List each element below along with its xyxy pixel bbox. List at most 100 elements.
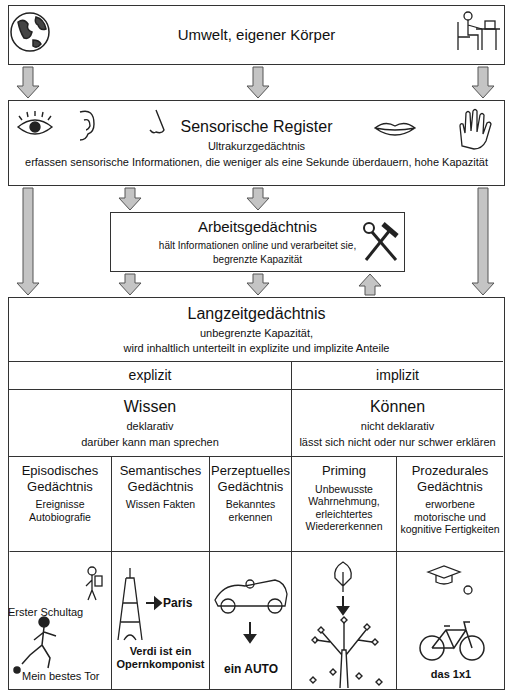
arrow-down-sketch-part bbox=[245, 635, 255, 642]
node-subtitle: hält Informationen online und verarbeite… bbox=[159, 240, 356, 252]
memory-type-cell: Episodisches GedächtnisEreignisse Autobi… bbox=[9, 456, 111, 551]
node-title: Perzeptuelles Gedächtnis bbox=[211, 463, 290, 494]
schoolchild-sketch-part bbox=[88, 567, 96, 575]
nose-icon bbox=[150, 110, 164, 133]
eiffel-tower-sketch bbox=[118, 568, 142, 640]
schoolchild-sketch bbox=[86, 567, 102, 600]
image-row-grid-part bbox=[10, 551, 504, 552]
node-body: darüber kann man sprechen bbox=[81, 436, 219, 449]
car-sketch-part bbox=[246, 580, 254, 588]
text-stack: Prozedurales Gedächtnis erworbene motoris… bbox=[397, 457, 503, 551]
mouth-icon-part bbox=[375, 123, 415, 135]
tree-sketch bbox=[310, 617, 382, 688]
arrow-right-sketch bbox=[146, 598, 161, 608]
tree-sketch-part bbox=[316, 622, 372, 688]
node-title: Semantisches Gedächtnis bbox=[114, 463, 207, 494]
working-memory-box: Arbeitsgedächtnis hält Informationen onli… bbox=[110, 212, 405, 272]
illustration-caption: Paris bbox=[163, 596, 207, 610]
flow-arrow bbox=[247, 188, 269, 210]
graduation-cap-sketch-part bbox=[428, 566, 460, 584]
arrow-right-sketch-part bbox=[146, 602, 156, 604]
flow-arrow bbox=[472, 188, 494, 295]
node-subtitle: erworbene motorische und kognitive Ferti… bbox=[399, 498, 501, 536]
sensory-register-box: Sensorische RegisterUltrakurzgedächtnise… bbox=[8, 100, 505, 186]
text-stack: Episodisches GedächtnisEreignisse Autobi… bbox=[9, 457, 111, 551]
flow-arrow bbox=[247, 274, 269, 295]
node-subtitle: Unbewusste Wahrnehmung, erleichtertes Wi… bbox=[294, 483, 394, 533]
flow-arrow bbox=[119, 188, 141, 210]
flow-arrow bbox=[119, 274, 141, 295]
category-cell: implizit bbox=[291, 361, 503, 389]
car-sketch-part bbox=[221, 599, 235, 613]
node-title: Wissen bbox=[124, 397, 176, 416]
node-body: begrenzte Kapazität bbox=[213, 254, 302, 266]
node-subtitle: Ereignisse Autobiografie bbox=[11, 498, 109, 523]
category-cell: explizit bbox=[9, 361, 291, 389]
image-row-grid-part bbox=[112, 552, 397, 690]
tools-icon bbox=[364, 223, 397, 260]
flow-arrow bbox=[247, 67, 269, 98]
illustration-caption: das 1x1 bbox=[398, 668, 504, 681]
eye-icon-part bbox=[18, 120, 52, 134]
globe-icon-part bbox=[18, 20, 32, 38]
text-stack: implizit bbox=[292, 362, 503, 389]
mouth-icon bbox=[375, 123, 415, 135]
eye-icon-part bbox=[30, 122, 40, 132]
knowledge-cell: Könnennicht deklarativlässt sich nicht o… bbox=[291, 389, 503, 456]
car-sketch-part bbox=[268, 599, 282, 613]
node-subtitle: deklarativ bbox=[126, 420, 173, 433]
node-subtitle: nicht deklarativ bbox=[361, 420, 434, 433]
globe-icon bbox=[11, 13, 49, 51]
soccer-player-sketch-part bbox=[14, 667, 20, 673]
illustration-caption: Erster Schultag bbox=[8, 606, 98, 619]
node-title: Langzeitgedächtnis bbox=[188, 304, 326, 323]
eiffel-tower-sketch-part bbox=[118, 568, 142, 640]
arrow-down-sketch-part bbox=[249, 622, 251, 636]
node-title: Prozedurales Gedächtnis bbox=[399, 463, 501, 494]
node-title: Arbeitsgedächtnis bbox=[198, 218, 317, 236]
person-desk-icon-part bbox=[464, 12, 472, 20]
text-stack: Umwelt, eigener Körper bbox=[9, 6, 504, 64]
node-body: wird inhaltlich unterteilt in explizite … bbox=[124, 342, 390, 355]
arrow-down-sketch-part bbox=[338, 607, 348, 614]
person-desk-icon-part bbox=[476, 29, 500, 50]
person-desk-icon-part bbox=[458, 22, 470, 50]
graduation-cap-sketch-part bbox=[464, 586, 472, 594]
tools-icon-part bbox=[383, 224, 397, 236]
bicycle-sketch-part bbox=[460, 636, 484, 660]
graduation-cap-sketch bbox=[428, 566, 472, 594]
schoolchild-sketch-part bbox=[86, 575, 96, 600]
globe-icon-part bbox=[33, 40, 41, 47]
text-stack: Perzeptuelles GedächtnisBekanntes erkenn… bbox=[210, 457, 291, 551]
tools-icon-part bbox=[366, 230, 390, 260]
text-stack: Könnennicht deklarativlässt sich nicht o… bbox=[292, 390, 503, 456]
globe-icon-part bbox=[11, 13, 49, 51]
leaf-sketch bbox=[335, 562, 352, 592]
bicycle-sketch-part bbox=[432, 622, 472, 648]
node-title: Umwelt, eigener Körper bbox=[178, 26, 336, 44]
image-row-grid bbox=[10, 552, 504, 690]
illustration-caption: ein AUTO bbox=[212, 662, 290, 676]
node-body: lässt sich nicht oder nur schwer erkläre… bbox=[299, 436, 495, 449]
node-body: erfassen sensorische Informationen, die … bbox=[25, 156, 488, 169]
eye-icon-part bbox=[19, 111, 51, 120]
bicycle-sketch bbox=[420, 622, 484, 660]
bicycle-sketch-part bbox=[420, 636, 444, 660]
tree-sketch-part bbox=[310, 617, 382, 685]
memory-type-cell: Perzeptuelles GedächtnisBekanntes erkenn… bbox=[209, 456, 291, 551]
node-subtitle: Ultrakurzgedächtnis bbox=[208, 140, 305, 153]
node-title: implizit bbox=[376, 367, 419, 384]
node-title: Priming bbox=[322, 463, 366, 479]
knowledge-cell: Wissen deklarativ darüber kann man spreche… bbox=[9, 389, 291, 456]
memory-type-cell: Prozedurales Gedächtnis erworbene motoris… bbox=[396, 456, 503, 551]
hand-icon bbox=[460, 110, 491, 150]
flow-arrow bbox=[17, 188, 39, 295]
long-term-memory-box: Langzeitgedächtnis unbegrenzte Kapazität,… bbox=[8, 297, 505, 690]
flow-arrow bbox=[472, 67, 494, 98]
arrow-down-sketch bbox=[245, 622, 255, 642]
text-stack: Semantisches GedächtnisWissen Fakten bbox=[112, 457, 209, 551]
soccer-player-sketch-part bbox=[39, 617, 49, 627]
node-title: explizit bbox=[129, 367, 172, 384]
node-subtitle: unbegrenzte Kapazität, bbox=[200, 327, 313, 340]
